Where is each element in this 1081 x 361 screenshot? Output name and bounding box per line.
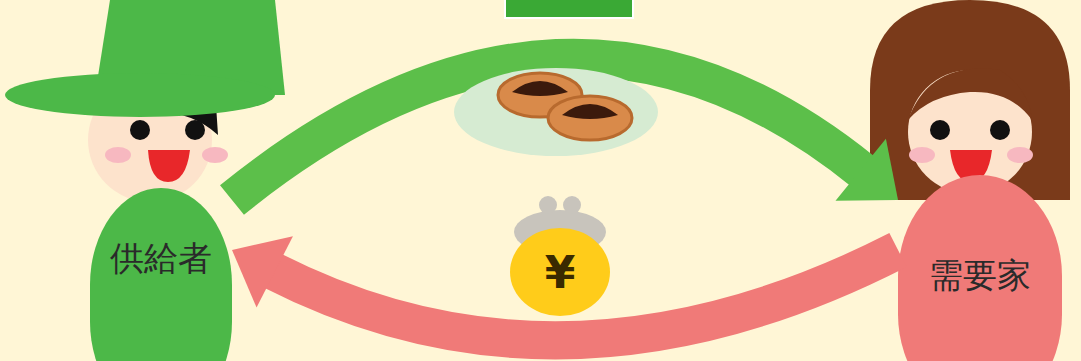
goods-plate — [454, 68, 658, 156]
person-body: 供給者 — [90, 188, 232, 361]
money-arrow — [232, 236, 898, 340]
person-body: 需要家 — [898, 175, 1062, 361]
money-purse — [510, 196, 610, 316]
consumer-head — [870, 0, 1070, 200]
goods-arrow — [232, 58, 898, 201]
role-label: 供給者 — [110, 236, 212, 282]
title-tab — [505, 0, 633, 18]
role-label: 需要家 — [929, 253, 1031, 299]
currency-symbol: ¥ — [545, 247, 576, 298]
